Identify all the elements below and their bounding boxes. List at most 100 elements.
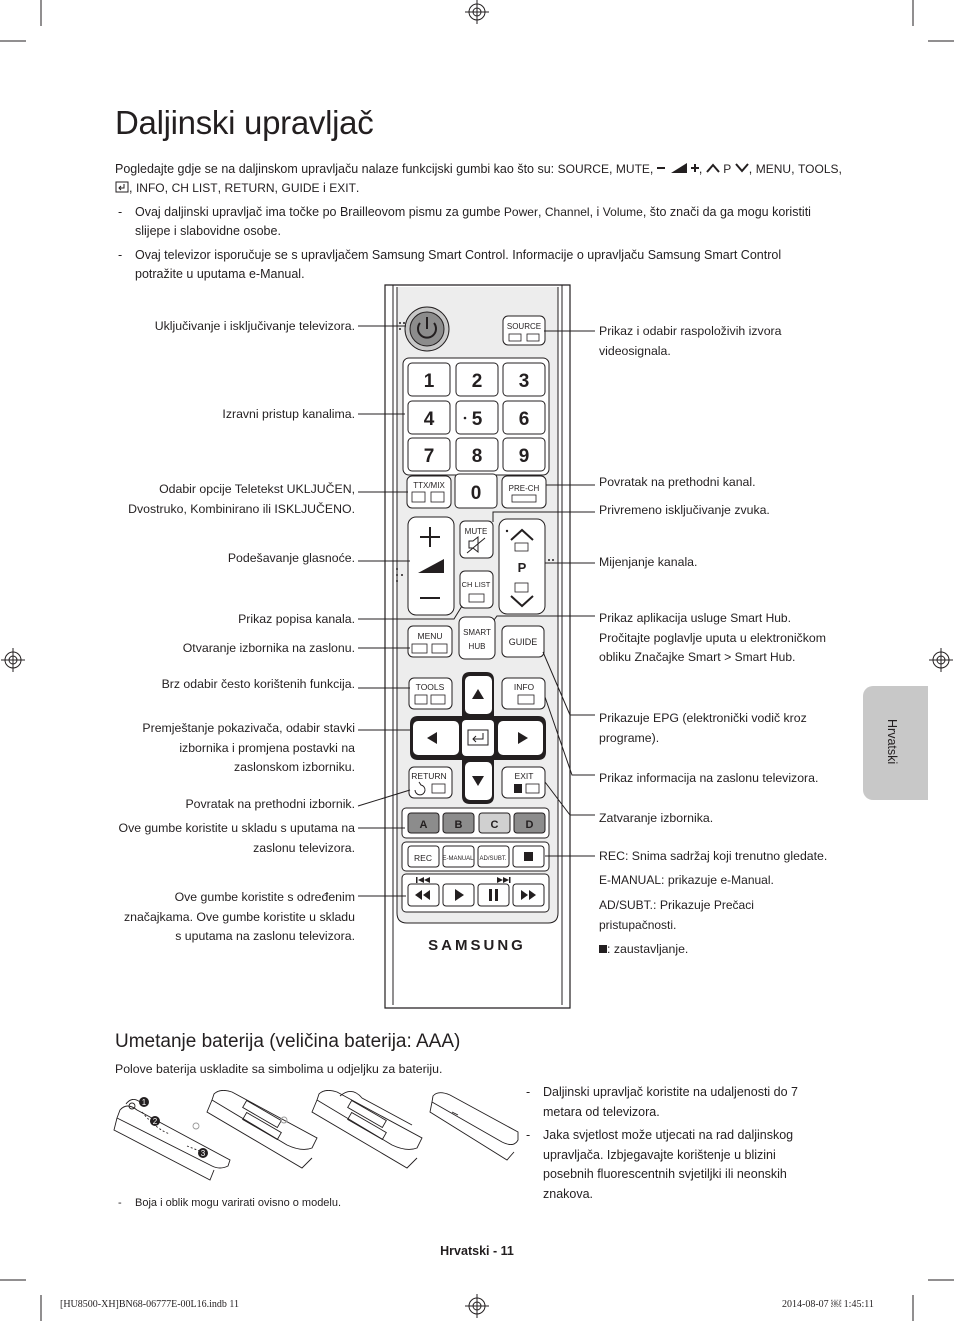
- guide-button[interactable]: GUIDE: [501, 625, 545, 658]
- label-source: Prikaz i odabir raspoloživih izvora vide…: [599, 324, 782, 358]
- svg-text:2: 2: [153, 1117, 158, 1126]
- color-button-a[interactable]: A: [407, 812, 440, 834]
- svg-text:MENU: MENU: [417, 631, 442, 641]
- svg-text:0: 0: [471, 483, 482, 504]
- enter-icon: [115, 181, 129, 193]
- stop-button[interactable]: [512, 845, 545, 868]
- digit-4-button[interactable]: 4: [407, 400, 451, 435]
- digit-7-button[interactable]: 7: [407, 437, 451, 472]
- label-teletext: Odabir opcije Teletekst UKLJUČEN, Dvostr…: [128, 482, 355, 516]
- battery-instruction: Polove baterija uskladite sa simbolima u…: [115, 1062, 443, 1076]
- ch-list-button[interactable]: CH LIST: [459, 570, 494, 609]
- rewind-button[interactable]: [407, 883, 440, 907]
- svg-text:EXIT: EXIT: [515, 771, 534, 781]
- print-info-right: 2014-08-07 ￼ 1:45:11: [782, 1299, 874, 1310]
- label-smart-hub: Prikaz aplikacija usluge Smart Hub. Proč…: [599, 611, 826, 664]
- ad-subt-button[interactable]: AD/SUBT.: [477, 845, 510, 868]
- chevron-up-icon: [706, 163, 720, 173]
- e-manual-button[interactable]: E-MANUAL: [442, 845, 475, 868]
- dpad[interactable]: [410, 672, 546, 804]
- digit-9-button[interactable]: 9: [502, 437, 546, 472]
- color-button-b[interactable]: B: [442, 812, 475, 834]
- label-return: Povratak na prethodni izbornik.: [185, 797, 355, 811]
- pause-button[interactable]: [477, 883, 510, 907]
- rec-button[interactable]: REC: [407, 845, 440, 868]
- playback-top-icons: [416, 877, 511, 883]
- color-button-label: D: [526, 819, 534, 831]
- digit-label: 7: [424, 446, 435, 467]
- digit-1-button[interactable]: 1: [407, 362, 451, 397]
- stop-icon: [599, 945, 607, 953]
- mute-button[interactable]: MUTE: [459, 520, 494, 559]
- digit-label: 5: [472, 409, 483, 430]
- svg-text:P: P: [518, 560, 527, 575]
- smart-hub-button[interactable]: SMART HUB: [458, 616, 496, 660]
- battery-footnote: - Boja i oblik mogu varirati ovisno o mo…: [118, 1197, 342, 1209]
- battery-section-title: Umetanje baterija (veličina baterija: AA…: [115, 1031, 461, 1052]
- info-button[interactable]: INFO: [501, 677, 546, 710]
- page-title: Daljinski upravljač: [115, 104, 374, 141]
- digit-2-button[interactable]: 2: [455, 362, 499, 397]
- power-button[interactable]: [404, 306, 450, 352]
- digit-label: 6: [519, 409, 530, 430]
- label-power: Uključivanje i isključivanje televizora.: [154, 319, 355, 333]
- battery-step-markers: 1 2 3: [139, 1097, 208, 1158]
- svg-text:AD/SUBT.: AD/SUBT.: [479, 856, 506, 862]
- pre-ch-button[interactable]: PRE-CH: [501, 475, 547, 509]
- color-keys: A B C D: [407, 812, 546, 834]
- color-button-label: A: [420, 819, 428, 831]
- registration-mark-left: [1, 648, 25, 672]
- intro-paragraph: Pogledajte gdje se na daljinskom upravlj…: [115, 162, 842, 195]
- svg-text:MUTE: MUTE: [465, 527, 488, 536]
- svg-text:PRE-CH: PRE-CH: [509, 484, 540, 493]
- note-braille: - Ovaj daljinski upravljač ima točke po …: [118, 205, 811, 238]
- registration-mark-top: [465, 0, 489, 24]
- color-button-d[interactable]: D: [513, 812, 546, 834]
- svg-text:3: 3: [201, 1149, 206, 1158]
- digit-8-button[interactable]: 8: [455, 437, 499, 472]
- page-number: Hrvatski - 11: [440, 1244, 514, 1258]
- digit-label: 9: [519, 446, 530, 467]
- svg-text:E-MANUAL: E-MANUAL: [442, 856, 474, 862]
- label-chlist: Prikaz popisa kanala.: [238, 612, 355, 626]
- label-tools: Brz odabir često korištenih funkcija.: [161, 677, 355, 691]
- menu-button[interactable]: MENU: [407, 625, 453, 658]
- color-button-c[interactable]: C: [478, 812, 511, 834]
- label-rec: REC: Snima sadržaj koji trenutno gledate…: [599, 849, 828, 863]
- label-color-buttons: Ove gumbe koristite u skladu s uputama n…: [118, 821, 356, 855]
- label-prech: Povratak na prethodni kanal.: [599, 475, 756, 489]
- return-button[interactable]: RETURN: [408, 766, 453, 799]
- svg-text:1: 1: [142, 1098, 147, 1107]
- channel-rocker[interactable]: P: [498, 518, 546, 615]
- label-stop: : zaustavljanje.: [599, 940, 799, 960]
- svg-text:HUB: HUB: [469, 642, 486, 651]
- registration-mark-right: [929, 648, 953, 672]
- label-exit: Zatvaranje izbornika.: [599, 811, 714, 825]
- label-volume: Podešavanje glasnoće.: [227, 551, 355, 565]
- digit-label: 1: [424, 371, 435, 392]
- tools-button[interactable]: TOOLS: [408, 677, 453, 710]
- label-emanual: E-MANUAL: prikazuje e-Manual.: [599, 873, 774, 887]
- volume-rocker[interactable]: [407, 516, 455, 616]
- battery-bullet-1: - Daljinski upravljač koristite na udalj…: [526, 1085, 798, 1119]
- svg-text:INFO: INFO: [514, 682, 535, 692]
- label-epg: Prikazuje EPG (elektronički vodič kroz p…: [599, 711, 807, 745]
- digit-0-button[interactable]: 0: [454, 473, 498, 509]
- battery-bullet-2: - Jaka svjetlost može utjecati na rad da…: [526, 1128, 794, 1201]
- digit-5-button[interactable]: 5: [455, 400, 499, 435]
- label-navigate: Premještanje pokazivača, odabir stavki i…: [142, 721, 355, 774]
- play-button[interactable]: [442, 883, 475, 907]
- color-button-label: C: [491, 819, 499, 831]
- note-smart-control: - Ovaj televizor isporučuje se s upravlj…: [118, 248, 782, 281]
- digit-6-button[interactable]: 6: [502, 400, 546, 435]
- color-button-label: B: [455, 819, 463, 831]
- fast-forward-button[interactable]: [512, 883, 545, 907]
- svg-text:CH LIST: CH LIST: [462, 580, 491, 589]
- svg-text:GUIDE: GUIDE: [509, 637, 538, 647]
- print-info-left: [HU8500-XH]BN68-06777E-00L16.indb 11: [60, 1299, 240, 1310]
- digit-3-button[interactable]: 3: [502, 362, 546, 397]
- label-adsubt: AD/SUBT.: Prikazuje Prečaci pristupačnos…: [599, 898, 754, 932]
- battery-illustration: 1 2 3: [113, 1090, 519, 1181]
